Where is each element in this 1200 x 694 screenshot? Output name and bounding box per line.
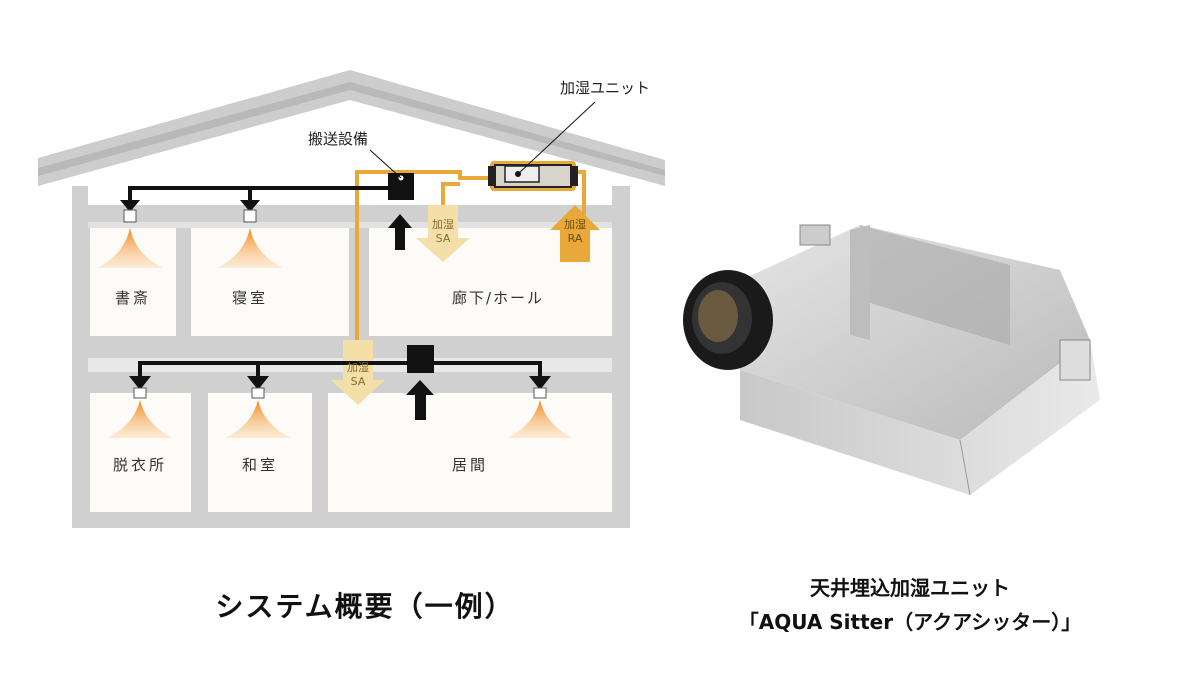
roof [38,70,665,186]
black-duct-upper [120,149,414,250]
air-outlet-cones [97,228,573,438]
house-system-diagram: 加湿ユニット 搬送設備 加湿 SA 加湿 RA 加湿 SA 書斎 寝室 廊下/ホ… [38,70,665,528]
sa-upper-label-2: SA [436,232,451,245]
product-caption-line2: 「AQUA Sitter（アクアシッター）」 [738,610,1082,634]
black-duct-lower [129,345,551,420]
humidifier-unit [488,101,596,191]
room-living [328,393,612,512]
sa-upper-label-1: 加湿 [432,218,454,231]
sa-arrow-middle [331,340,385,405]
sa-arrow-upper [416,205,470,262]
ra-arrow [550,205,600,262]
product-caption-line1: 天井埋込加湿ユニット [810,576,1010,600]
duct-connector [683,270,773,370]
ra-label-1: 加湿 [564,218,586,231]
room-label-dressing: 脱衣所 [113,456,167,474]
room-label-living: 居間 [452,456,488,474]
orange-duct [355,170,586,345]
sa-middle-label-2: SA [351,375,366,388]
room-label-study: 書斎 [115,289,151,307]
room-label-bedroom: 寝室 [232,289,268,307]
room-bedroom [191,228,335,336]
humidifier-unit-label: 加湿ユニット [560,79,650,97]
product-image [683,224,1100,496]
diagram-caption: システム概要（一例） [215,590,515,623]
room-label-hall: 廊下/ホール [452,289,544,307]
transport-equipment-label: 搬送設備 [308,130,368,148]
room-label-japanese: 和室 [242,456,278,474]
sa-middle-label-1: 加湿 [347,361,369,374]
ra-label-2: RA [568,232,583,245]
